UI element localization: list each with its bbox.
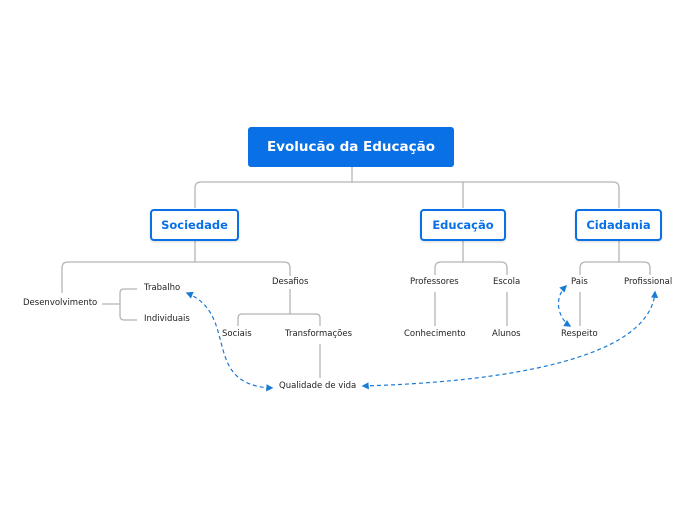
connector-desenvolvimento-bracket: [119, 288, 137, 321]
subtopic-qualidade-de-vida[interactable]: Qualidade de vida: [279, 381, 357, 391]
subtopic-respeito[interactable]: Respeito: [561, 329, 598, 339]
subtopic-professores[interactable]: Professores: [410, 277, 459, 287]
subtopic-individuais[interactable]: Individuais: [144, 314, 190, 324]
relationship-trabalho-qualidade[interactable]: [185, 291, 274, 392]
relationship-pais-respeito[interactable]: [557, 284, 572, 327]
topic-sociedade[interactable]: Sociedade: [150, 209, 239, 241]
connector-educacao-bar: [434, 261, 508, 275]
connector-root-bar: [194, 181, 620, 208]
connector-sociedade-bar: [61, 261, 291, 293]
root-topic-label: Evolucão da Educação: [266, 139, 436, 155]
relationship-qualidade-profissional[interactable]: [361, 290, 659, 390]
subtopic-escola[interactable]: Escola: [493, 277, 521, 287]
subtopic-pais[interactable]: Pais: [571, 277, 588, 287]
subtopic-desafios[interactable]: Desafios: [272, 277, 309, 287]
topic-educacao-label: Educação: [432, 218, 494, 232]
subtopic-alunos[interactable]: Alunos: [492, 329, 521, 339]
root-topic[interactable]: Evolucão da Educação: [248, 127, 454, 167]
topic-sociedade-label: Sociedade: [161, 218, 228, 232]
connector-desafios-bar: [237, 313, 321, 326]
subtopic-transformacoes[interactable]: Transformações: [285, 329, 353, 339]
topic-cidadania[interactable]: Cidadania: [575, 209, 662, 241]
subtopic-conhecimento[interactable]: Conhecimento: [404, 329, 466, 339]
subtopic-sociais[interactable]: Sociais: [222, 329, 252, 339]
topic-educacao[interactable]: Educação: [420, 209, 506, 241]
subtopic-desenvolvimento[interactable]: Desenvolvimento: [23, 298, 98, 308]
topic-cidadania-label: Cidadania: [586, 218, 651, 232]
subtopic-trabalho[interactable]: Trabalho: [144, 283, 181, 293]
connector-cidadania-bar: [579, 261, 651, 275]
subtopic-profissional[interactable]: Profissional: [624, 277, 673, 287]
